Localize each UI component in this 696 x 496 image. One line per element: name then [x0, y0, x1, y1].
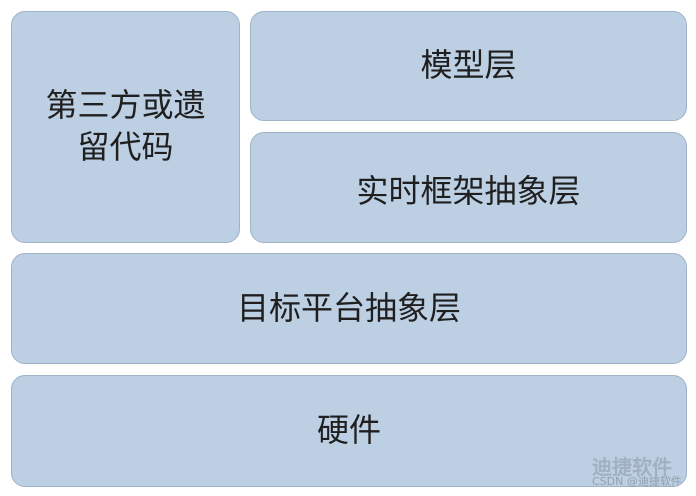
- legacy-code-label: 第三方或遗留代码: [45, 86, 206, 166]
- target-platform-abstraction-label: 目标平台抽象层: [236, 288, 461, 327]
- watermark-logo: 迪捷软件: [592, 455, 672, 479]
- model-layer-block: 模型层: [250, 11, 687, 121]
- model-layer-label: 模型层: [420, 46, 517, 85]
- realtime-framework-abstraction-block: 实时框架抽象层: [250, 132, 687, 243]
- target-platform-abstraction-block: 目标平台抽象层: [11, 253, 687, 364]
- hardware-label: 硬件: [316, 411, 381, 450]
- legacy-code-block: 第三方或遗留代码: [11, 11, 240, 243]
- watermark-credit: CSDN @迪捷软件: [592, 475, 682, 488]
- realtime-framework-abstraction-label: 实时框架抽象层: [356, 171, 581, 210]
- hardware-block: 硬件: [11, 375, 687, 487]
